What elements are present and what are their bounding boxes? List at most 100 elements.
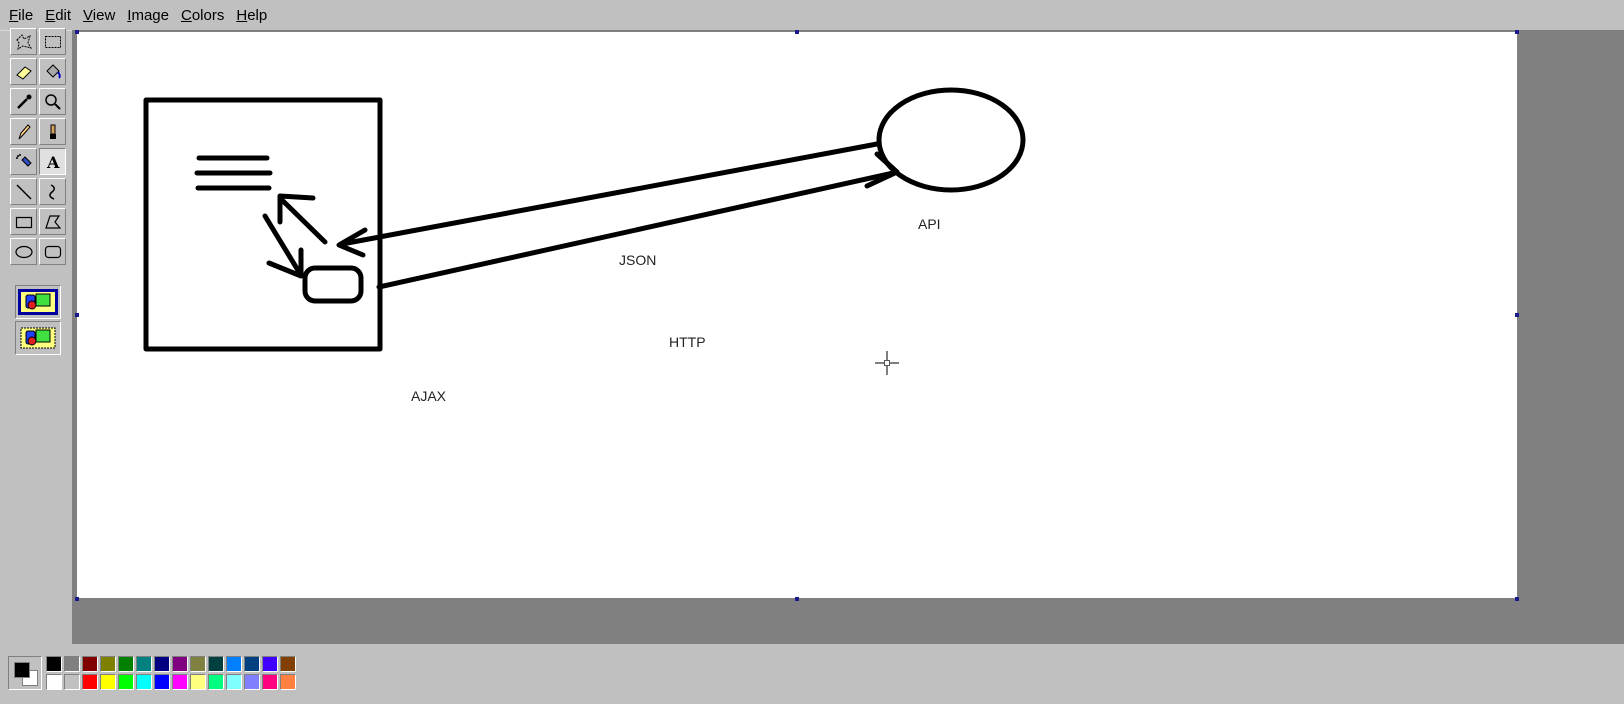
palette-swatch[interactable] <box>226 656 242 672</box>
palette-swatch[interactable] <box>280 674 296 690</box>
palette-swatch[interactable] <box>154 656 170 672</box>
palette-swatch[interactable] <box>118 656 134 672</box>
menu-file[interactable]: File <box>9 7 33 24</box>
transparency-opaque-option[interactable] <box>15 285 61 319</box>
tool-pencil[interactable] <box>10 118 37 145</box>
resize-handle-tr <box>1515 30 1519 34</box>
airbrush-icon <box>15 153 32 167</box>
menu-image[interactable]: Image <box>127 7 169 24</box>
palette-swatch[interactable] <box>244 674 260 690</box>
menu-help[interactable]: Help <box>236 7 267 24</box>
palette-swatch[interactable] <box>46 674 62 690</box>
label-json: JSON <box>619 252 657 268</box>
tool-airbrush[interactable] <box>10 148 37 175</box>
transparent-selection-icon <box>20 327 56 349</box>
text-icon: A <box>46 153 60 172</box>
response-arrow-line <box>339 141 880 247</box>
rounded-rect-icon <box>44 245 61 258</box>
menu-help-label: elp <box>247 6 268 24</box>
palette-swatch[interactable] <box>208 674 224 690</box>
menu-colors-accel: C <box>181 6 192 24</box>
palette-swatch[interactable] <box>100 674 116 690</box>
palette-swatch[interactable] <box>208 656 224 672</box>
rect-select-icon <box>44 35 61 48</box>
resize-handle-bl <box>75 597 79 601</box>
tool-curve[interactable] <box>39 178 66 205</box>
palette-swatch[interactable] <box>172 656 188 672</box>
palette-swatch[interactable] <box>136 656 152 672</box>
tool-free-select[interactable] <box>10 28 37 55</box>
resize-handle-t <box>795 30 799 34</box>
transparency-transparent-option[interactable] <box>15 321 61 355</box>
current-colors <box>8 656 42 690</box>
palette-swatch[interactable] <box>244 656 260 672</box>
fill-icon <box>45 63 61 79</box>
crosshair-cursor-icon <box>875 351 899 375</box>
palette-swatch[interactable] <box>136 674 152 690</box>
tool-text[interactable]: A <box>39 148 66 175</box>
palette-swatch[interactable] <box>172 674 188 690</box>
palette-swatch[interactable] <box>118 674 134 690</box>
tool-ellipse[interactable] <box>10 238 37 265</box>
tool-brush[interactable] <box>39 118 66 145</box>
palette-swatch[interactable] <box>262 656 278 672</box>
palette-swatches <box>46 656 296 690</box>
resize-handle-r[interactable] <box>1515 313 1519 317</box>
webpage-box <box>143 97 383 352</box>
tool-color-picker[interactable] <box>10 88 37 115</box>
resize-handle-br[interactable] <box>1515 597 1519 601</box>
palette-swatch[interactable] <box>100 656 116 672</box>
menu-view-label: iew <box>92 6 116 24</box>
palette-swatch[interactable] <box>154 674 170 690</box>
foreground-color-swatch <box>14 662 30 678</box>
polygon-icon <box>44 214 61 229</box>
menu-view-accel: V <box>83 6 93 24</box>
magnifier-icon <box>44 93 61 110</box>
tool-eraser[interactable] <box>10 58 37 85</box>
resize-handle-b[interactable] <box>795 597 799 601</box>
response-arrow-head <box>336 227 368 258</box>
palette-swatch[interactable] <box>262 674 278 690</box>
palette-swatch[interactable] <box>190 656 206 672</box>
svg-text:A: A <box>46 153 60 172</box>
arrow-up-line <box>279 197 328 245</box>
free-select-icon <box>15 33 32 50</box>
menu-view[interactable]: View <box>83 7 115 24</box>
brush-icon <box>49 124 56 139</box>
drawing-canvas[interactable]: API JSON HTTP AJAX <box>77 32 1517 598</box>
palette-swatch[interactable] <box>64 656 80 672</box>
palette-swatch[interactable] <box>280 656 296 672</box>
tool-rounded-rect[interactable] <box>39 238 66 265</box>
tool-magnifier[interactable] <box>39 88 66 115</box>
menu-colors-label: olors <box>191 6 225 24</box>
color-picker-icon <box>16 94 31 109</box>
palette-swatch[interactable] <box>190 674 206 690</box>
tool-fill[interactable] <box>39 58 66 85</box>
eraser-icon <box>15 65 32 80</box>
menu-image-accel: I <box>127 6 132 24</box>
rectangle-icon <box>15 216 32 228</box>
arrow-down-line <box>262 213 302 275</box>
ellipse-icon <box>14 245 33 258</box>
menu-colors[interactable]: Colors <box>181 7 224 24</box>
resize-handle-l <box>75 313 79 317</box>
tool-line[interactable] <box>10 178 37 205</box>
tool-rect-select[interactable] <box>39 28 66 55</box>
menu-file-accel: F <box>9 6 19 24</box>
menu-edit-accel: E <box>45 6 56 24</box>
label-api: API <box>918 216 941 232</box>
label-http: HTTP <box>669 334 706 350</box>
tool-rectangle[interactable] <box>10 208 37 235</box>
palette-swatch[interactable] <box>82 674 98 690</box>
resize-handle-tl <box>75 30 79 34</box>
palette-swatch[interactable] <box>226 674 242 690</box>
palette-swatch[interactable] <box>64 674 80 690</box>
menu-file-label: ile <box>18 6 34 24</box>
request-arrow-line <box>376 170 896 290</box>
tool-polygon[interactable] <box>39 208 66 235</box>
menu-edit[interactable]: Edit <box>45 7 71 24</box>
palette-swatch[interactable] <box>46 656 62 672</box>
palette-swatch[interactable] <box>82 656 98 672</box>
curve-icon <box>48 183 55 200</box>
menu-bar: File Edit View Image Colors Help <box>0 0 1624 31</box>
